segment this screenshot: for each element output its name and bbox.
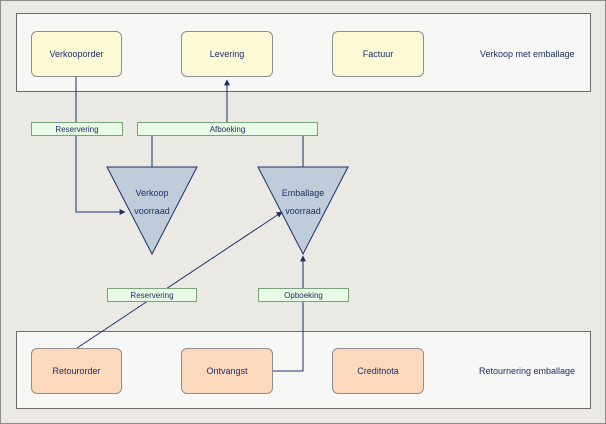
node-factuur[interactable]: Factuur: [332, 31, 424, 77]
tag-afboeking[interactable]: Afboeking: [137, 122, 318, 136]
emballage-voorraad-label-line1: Emballage: [281, 188, 325, 198]
connector-retourorder-to-emballage-voorraad: [76, 211, 283, 349]
node-verkooporder[interactable]: Verkooporder: [31, 31, 122, 77]
node-ontvangst[interactable]: Ontvangst: [181, 348, 273, 394]
node-retourorder[interactable]: Retourorder: [31, 348, 122, 394]
tag-opboeking[interactable]: Opboeking: [258, 288, 349, 302]
emballage-voorraad-label: Emballage voorraad: [258, 184, 348, 220]
emballage-voorraad-label-line2: voorraad: [285, 206, 321, 216]
verkoop-voorraad-label-line2: voorraad: [134, 206, 170, 216]
section-label-verkoop: Verkoop met emballage: [480, 49, 575, 59]
section-label-retournering: Retournering emballage: [479, 366, 576, 376]
verkoop-voorraad-label: Verkoop voorraad: [107, 184, 197, 220]
connector-ontvangst-to-emballage-voorraad: [272, 255, 306, 372]
node-levering[interactable]: Levering: [181, 31, 273, 77]
tag-reservering-top[interactable]: Reservering: [31, 122, 123, 136]
verkoop-voorraad-label-line1: Verkoop: [135, 188, 169, 198]
node-creditnota[interactable]: Creditnota: [332, 348, 424, 394]
tag-reservering-bottom[interactable]: Reservering: [107, 288, 197, 302]
